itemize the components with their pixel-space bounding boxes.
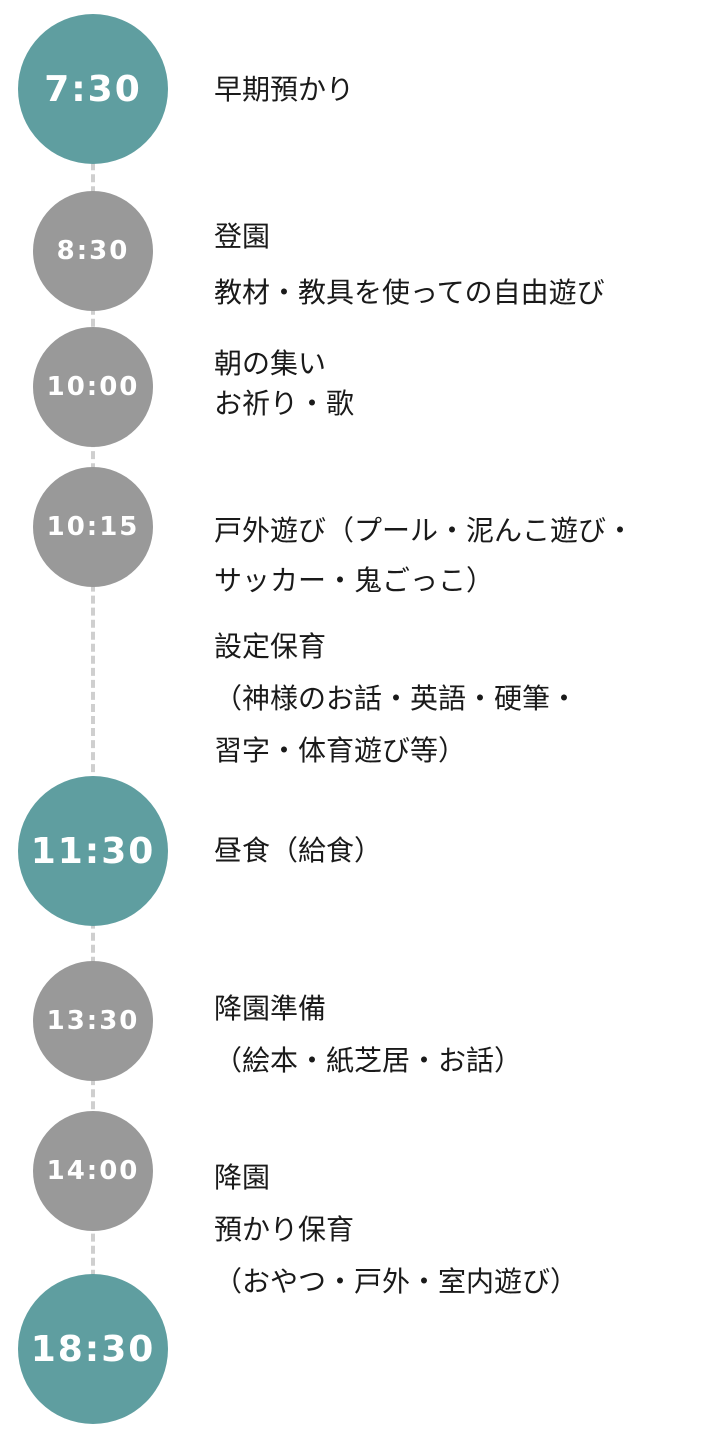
activity-early-care: 早期預かり — [214, 73, 354, 107]
activity-line: サッカー・鬼ごっこ） — [214, 564, 495, 597]
time-label: 13:30 — [46, 1006, 140, 1036]
activity-outdoor-play: 戸外遊び（プール・泥んこ遊び・ サッカー・鬼ごっこ） — [214, 506, 634, 606]
time-label: 8:30 — [56, 236, 130, 266]
time-circle-1000: 10:00 — [33, 327, 153, 447]
activity-line: （絵本・紙芝居・お話） — [214, 1044, 523, 1077]
time-circle-1130: 11:30 — [18, 776, 168, 926]
activity-line: 預かり保育 — [214, 1213, 355, 1246]
activity-set-childcare: 設定保育 （神様のお話・英語・硬筆・ 習字・体育遊び等） — [214, 621, 578, 777]
activity-line: 降園 — [214, 1161, 271, 1194]
time-label: 10:00 — [46, 372, 140, 402]
time-circle-1330: 13:30 — [33, 961, 153, 1081]
activity-line: 教材・教具を使っての自由遊び — [214, 276, 605, 309]
activity-line: 降園準備 — [214, 992, 327, 1025]
time-circle-0730: 7:30 — [18, 14, 168, 164]
time-label: 14:00 — [46, 1156, 140, 1186]
activity-line: 早期預かり — [214, 73, 355, 106]
activity-departure-extended-care: 降園 預かり保育 （おやつ・戸外・室内遊び） — [214, 1152, 578, 1308]
activity-arrival: 登園 — [214, 220, 270, 254]
activity-morning-assembly: 朝の集い お祈り・歌 — [214, 347, 354, 427]
time-circle-1400: 14:00 — [33, 1111, 153, 1231]
activity-line: （神様のお話・英語・硬筆・ — [214, 682, 579, 715]
time-label: 18:30 — [30, 1328, 156, 1370]
time-label: 7:30 — [44, 68, 142, 110]
activity-departure-prep: 降園準備 （絵本・紙芝居・お話） — [214, 983, 522, 1087]
time-label: 10:15 — [46, 512, 140, 542]
time-circle-1015: 10:15 — [33, 467, 153, 587]
time-circle-1830: 18:30 — [18, 1274, 168, 1424]
activity-line: 朝の集い — [214, 347, 327, 380]
activity-line: 習字・体育遊び等） — [214, 734, 467, 767]
activity-line: （おやつ・戸外・室内遊び） — [214, 1265, 579, 1298]
activity-line: 設定保育 — [214, 630, 327, 663]
time-circle-0830: 8:30 — [33, 191, 153, 311]
activity-free-play: 教材・教具を使っての自由遊び — [214, 276, 605, 310]
activity-line: 登園 — [214, 220, 271, 253]
time-label: 11:30 — [30, 830, 156, 872]
activity-lunch: 昼食（給食） — [214, 834, 382, 868]
activity-line: 戸外遊び（プール・泥んこ遊び・ — [214, 514, 635, 547]
timeline-dashed-line — [91, 90, 95, 1350]
activity-line: 昼食（給食） — [214, 834, 383, 867]
activity-line: お祈り・歌 — [214, 387, 355, 420]
